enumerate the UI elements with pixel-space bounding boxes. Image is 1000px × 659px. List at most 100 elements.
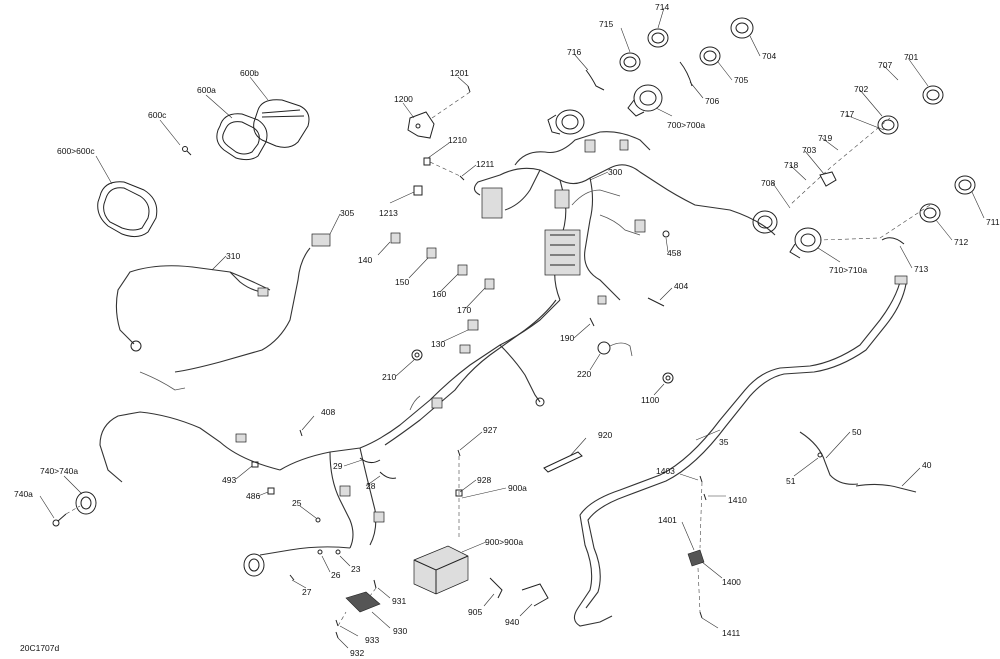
plug-600 [597, 295, 607, 305]
label-930: 930 [393, 626, 407, 636]
label-712: 712 [954, 237, 968, 247]
label-40: 40 [922, 460, 932, 470]
clip-713 [881, 237, 905, 245]
label-35: 35 [719, 437, 729, 447]
diagram-reference: 20C1707d [20, 643, 60, 653]
harness-300 [473, 131, 776, 301]
label-26: 26 [331, 570, 341, 580]
screw-600c [182, 146, 192, 156]
leader-lines [39, 7, 985, 649]
label-707: 707 [878, 60, 892, 70]
label-150: 150 [395, 277, 409, 287]
cable-40 [855, 483, 917, 493]
label-600-600c: 600>600c [57, 146, 95, 156]
battery-900-900a [413, 545, 469, 595]
label-713: 713 [914, 264, 928, 274]
label-1200: 1200 [394, 94, 413, 104]
label-740a: 740a [14, 489, 33, 499]
clip-23 [335, 549, 341, 555]
label-710-710a: 710>710a [829, 265, 867, 275]
label-716: 716 [567, 47, 581, 57]
label-1100: 1100 [641, 395, 660, 405]
clip-486 [267, 487, 275, 495]
label-130: 130 [431, 339, 445, 349]
label-23: 23 [351, 564, 361, 574]
label-900a: 900a [508, 483, 527, 493]
clip-493 [251, 461, 259, 468]
label-310: 310 [226, 251, 240, 261]
label-28: 28 [366, 481, 376, 491]
screw-933 [335, 619, 339, 627]
screw-1410 [703, 493, 707, 501]
grommet-458 [662, 230, 670, 238]
label-905: 905 [468, 607, 482, 617]
ring-714 [647, 28, 669, 48]
plug-140 [390, 232, 401, 244]
gauge-600-600c [97, 181, 158, 238]
label-719: 719 [818, 133, 832, 143]
label-29: 29 [333, 461, 343, 471]
label-708: 708 [761, 178, 775, 188]
clip-716 [585, 69, 605, 91]
clip-928 [455, 489, 463, 497]
clip-26 [317, 549, 323, 555]
label-701: 701 [904, 52, 918, 62]
label-300: 300 [608, 167, 622, 177]
clip-1213 [413, 185, 423, 196]
plug-170 [484, 278, 495, 290]
label-1411: 1411 [722, 628, 741, 638]
plug-160 [457, 264, 468, 276]
label-717: 717 [840, 109, 854, 119]
strap-905 [489, 577, 503, 599]
label-1400: 1400 [722, 577, 741, 587]
label-940: 940 [505, 617, 519, 627]
label-408: 408 [321, 407, 335, 417]
label-740-740a: 740>740a [40, 466, 78, 476]
label-50: 50 [852, 427, 862, 437]
label-704: 704 [762, 51, 776, 61]
motor-708 [752, 210, 778, 234]
screw-27 [289, 574, 295, 581]
label-458: 458 [667, 248, 681, 258]
label-1213: 1213 [379, 208, 398, 218]
label-933: 933 [365, 635, 379, 645]
motor-700-700a [627, 84, 663, 117]
bar-920 [543, 451, 583, 473]
label-1401: 1401 [658, 515, 677, 525]
screw-932 [335, 631, 339, 639]
label-1210: 1210 [448, 135, 467, 145]
plug-150 [426, 247, 437, 259]
clip-190 [589, 317, 595, 327]
label-493: 493 [222, 475, 236, 485]
label-160: 160 [432, 289, 446, 299]
ring-711 [954, 175, 976, 195]
plug-130 [467, 319, 479, 331]
sensor-1100 [662, 372, 674, 384]
bracket-1200 [407, 111, 435, 139]
harness-center [99, 299, 561, 556]
label-928: 928 [477, 475, 491, 485]
bracket-940 [521, 583, 549, 607]
motor-700 [547, 109, 585, 135]
label-170: 170 [457, 305, 471, 315]
screw-1211 [459, 175, 465, 181]
label-706: 706 [705, 96, 719, 106]
label-140: 140 [358, 255, 372, 265]
label-900-900a: 900>900a [485, 537, 523, 547]
label-27: 27 [302, 587, 312, 597]
label-920: 920 [598, 430, 612, 440]
sensor-220 [597, 341, 633, 357]
label-715: 715 [599, 19, 613, 29]
callout-labels: 600b 600a 600c 600>600c 1201 1200 1210 1… [14, 2, 1000, 658]
screw-740a [52, 513, 67, 527]
gauge-600a [216, 113, 268, 161]
label-1403: 1403 [656, 466, 675, 476]
ring-702 [877, 115, 899, 135]
label-932: 932 [350, 648, 364, 658]
label-1201: 1201 [450, 68, 469, 78]
label-210: 210 [382, 372, 396, 382]
screw-1201 [467, 85, 471, 93]
label-1410: 1410 [728, 495, 747, 505]
